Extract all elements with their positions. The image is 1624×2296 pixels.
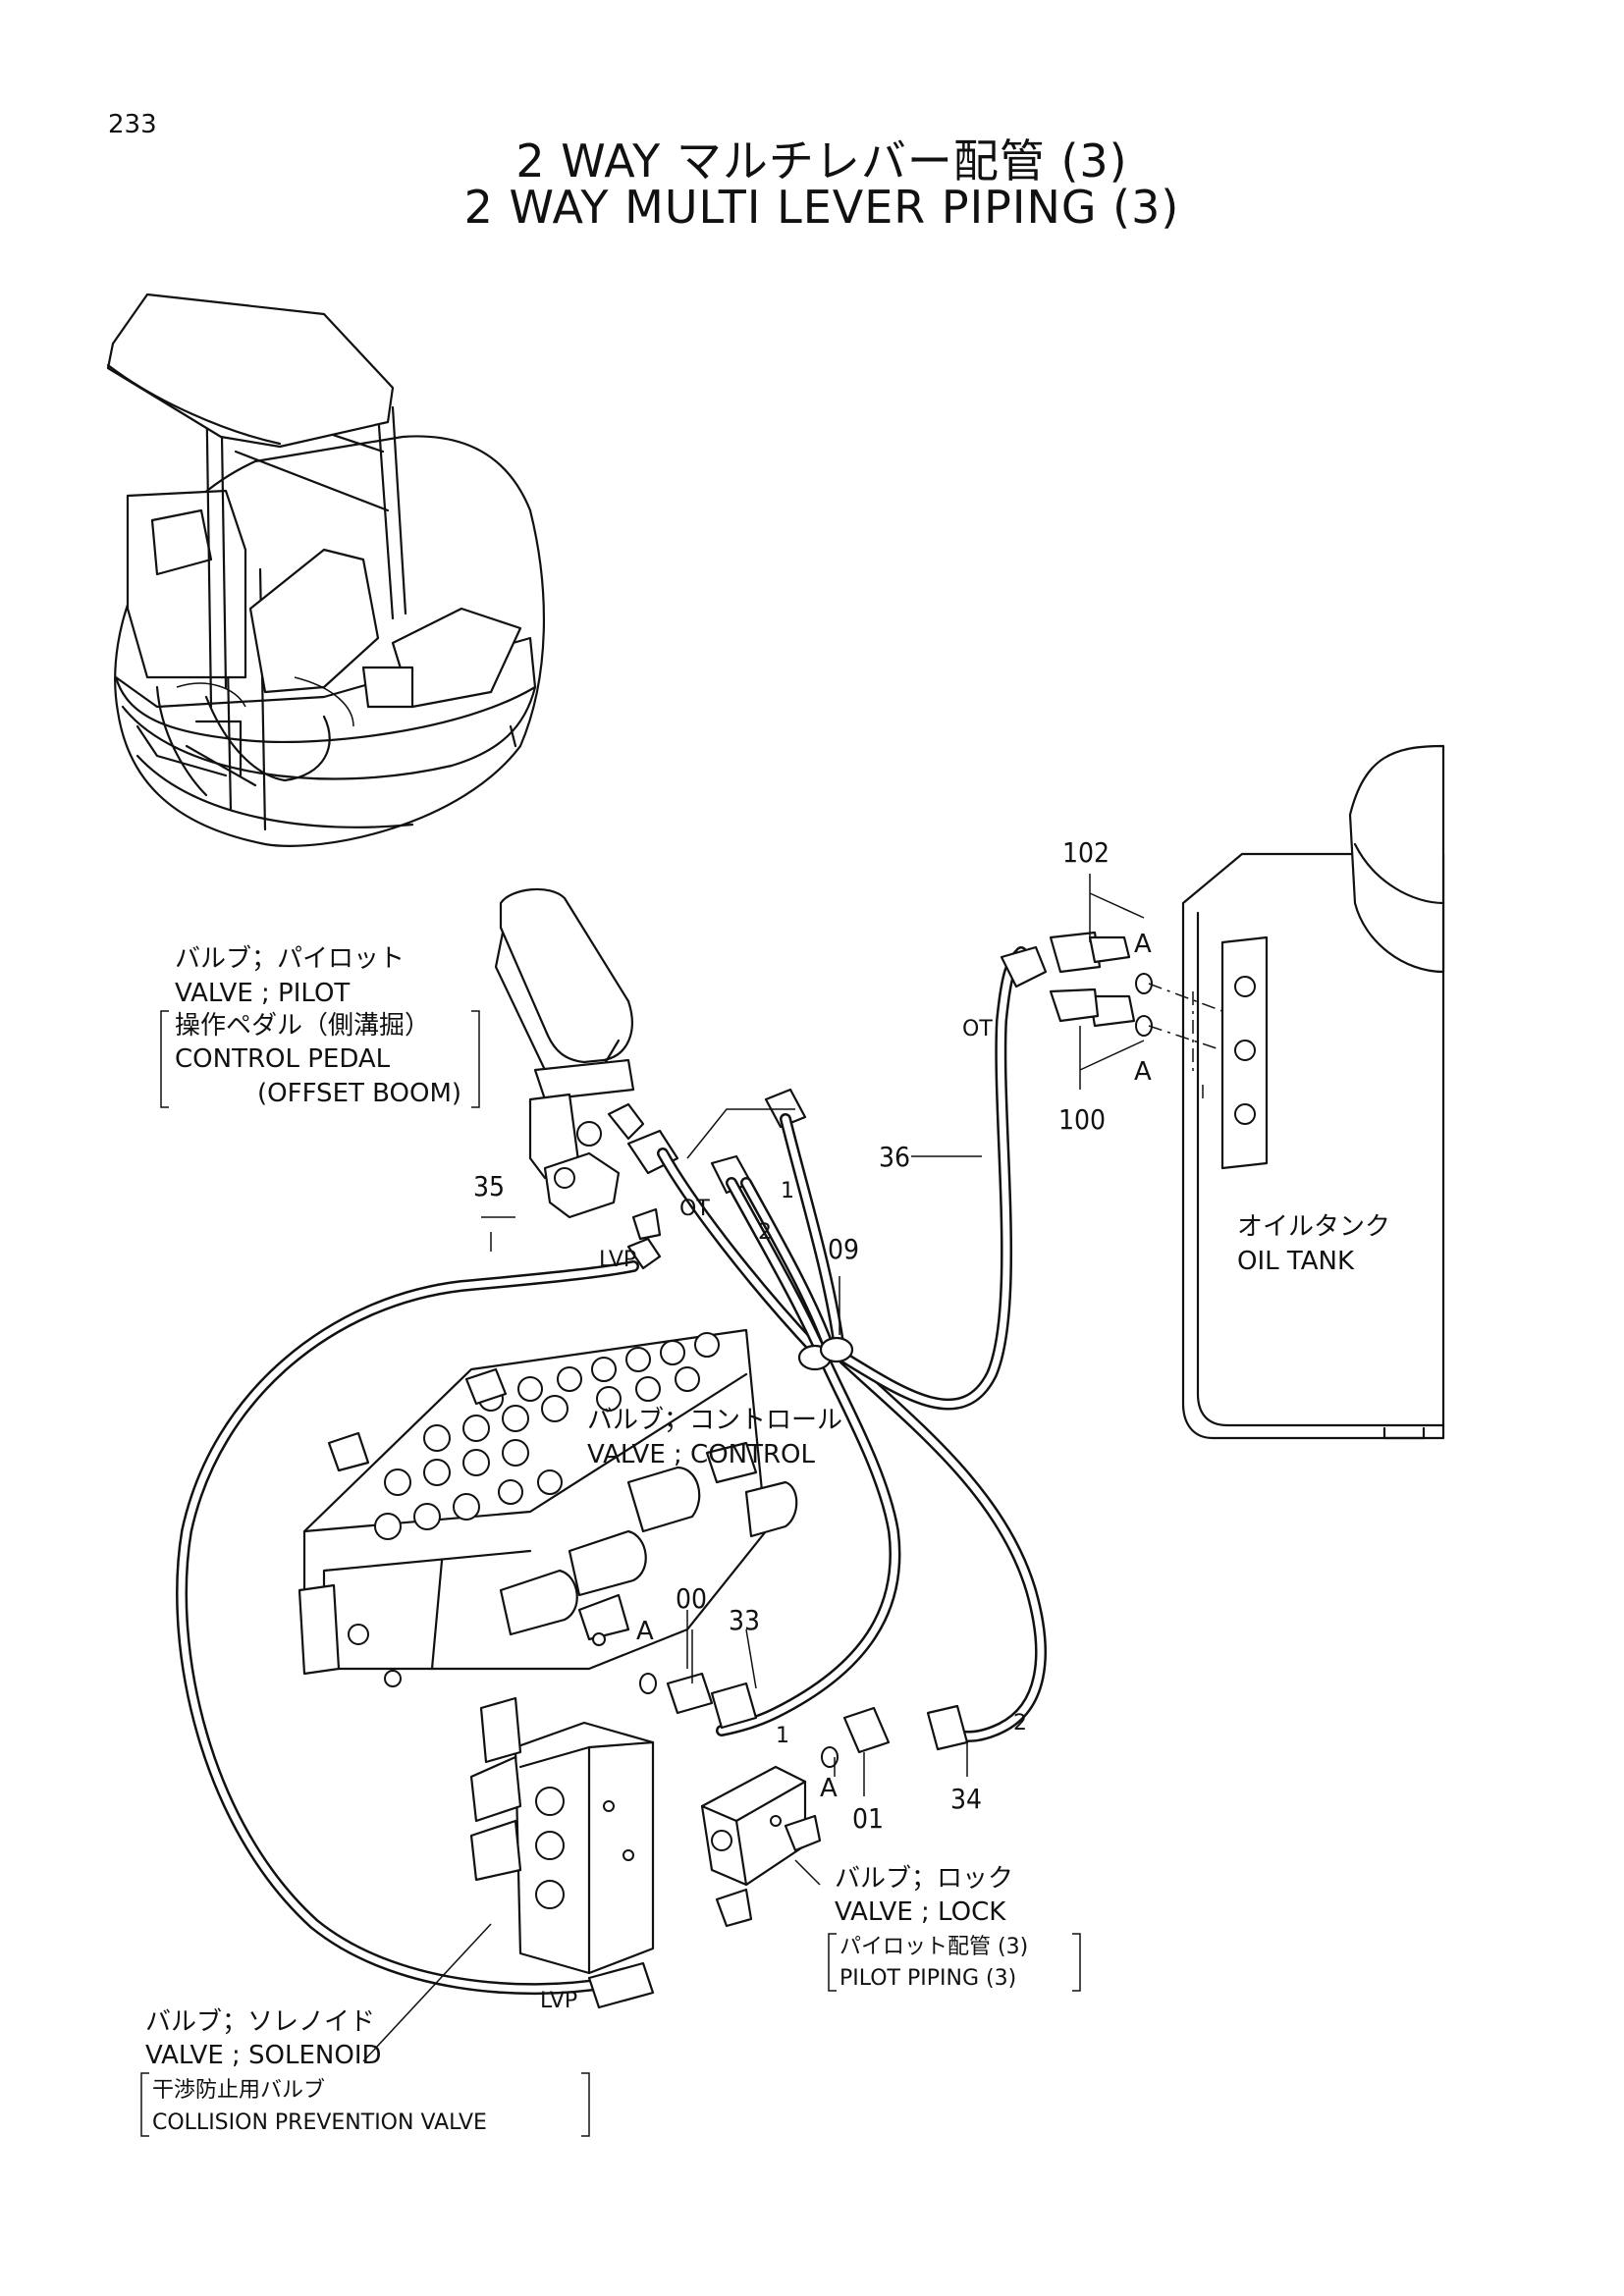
pilot-valve-sub-en1: CONTROL PEDAL — [175, 1044, 391, 1074]
pilot-valve-sub-jp: 操作ペダル（側溝掘） — [175, 1011, 430, 1041]
label-oil-tank: オイルタンク OIL TANK — [1237, 1212, 1390, 1276]
pedal-fittings — [626, 1088, 807, 1195]
tag-hose-1-upper: 1 — [781, 1179, 794, 1203]
solenoid-valve-sub-jp: 干渉防止用バルブ — [152, 2078, 325, 2103]
control-valve — [298, 1328, 798, 1687]
pilot-valve-sub-en2: (OFFSET BOOM) — [257, 1079, 461, 1108]
tag-ot-tank: OT — [962, 1017, 993, 1041]
pilot-valve-en: VALVE ; PILOT — [175, 979, 350, 1008]
tag-a-control: A — [636, 1617, 654, 1646]
lock-valve-en: VALVE ; LOCK — [835, 1897, 1006, 1927]
part-numbers: 102 100 36 35 09 00 33 01 34 — [473, 836, 1110, 1835]
page-number: 233 — [108, 110, 157, 139]
control-valve-jp: バルブ；コントロール — [587, 1406, 842, 1435]
control-valve-en: VALVE ; CONTROL — [587, 1440, 816, 1469]
tag-hose-2-upper: 2 — [758, 1220, 772, 1245]
pilot-valve-pedal — [494, 887, 662, 1270]
tag-a-tank: A — [1134, 1057, 1152, 1087]
part-number-00: 00 — [676, 1582, 707, 1615]
tag-a-top: A — [1134, 930, 1152, 959]
lock-valve-sub-jp: パイロット配管 (3) — [839, 1935, 1028, 1959]
part-number-35: 35 — [473, 1170, 505, 1202]
part-number-33: 33 — [729, 1604, 760, 1636]
lock-valve-sub-en: PILOT PIPING (3) — [839, 1966, 1016, 1991]
label-solenoid-valve: バルブ；ソレノイド VALVE ; SOLENOID 干渉防止用バルブ COLL… — [140, 2007, 590, 2137]
oil-tank-jp: オイルタンク — [1237, 1212, 1390, 1242]
title-japanese: 2 WAY マルチレバー配管 (3) — [515, 134, 1128, 187]
tag-ot-pedal: OT — [679, 1197, 710, 1221]
solenoid-valve-jp: バルブ；ソレノイド — [145, 2007, 375, 2037]
pilot-valve-jp: バルブ；パイロット — [175, 944, 405, 974]
fittings-lower — [587, 1672, 969, 2009]
tank-fittings — [1000, 931, 1153, 1037]
part-number-36: 36 — [879, 1141, 910, 1173]
label-pilot-valve: バルブ；パイロット VALVE ; PILOT 操作ペダル（側溝掘） CONTR… — [160, 944, 480, 1108]
hoses — [176, 946, 1047, 1996]
lock-valve-jp: バルブ；ロック — [835, 1864, 1013, 1894]
solenoid-valve-en: VALVE ; SOLENOID — [145, 2041, 382, 2070]
tag-a-lower: A — [820, 1774, 838, 1803]
solenoid-valve-sub-en: COLLISION PREVENTION VALVE — [152, 2110, 487, 2135]
tag-hose-1-lower: 1 — [776, 1724, 789, 1748]
hose-tags: OT OT LVP LVP 1 2 1 2 A A A A — [540, 930, 1152, 2013]
part-number-100: 100 — [1058, 1103, 1106, 1136]
part-number-01: 01 — [852, 1802, 884, 1835]
title-english: 2 WAY MULTI LEVER PIPING (3) — [463, 181, 1180, 234]
part-number-34: 34 — [950, 1783, 982, 1815]
oil-tank — [1181, 744, 1445, 1440]
tag-lvp-lower: LVP — [540, 1989, 577, 2013]
leader-lines — [362, 874, 1223, 2062]
hose-clamp — [797, 1336, 854, 1371]
label-lock-valve: バルブ；ロック VALVE ; LOCK パイロット配管 (3) PILOT P… — [828, 1864, 1081, 1992]
tag-lvp-upper: LVP — [599, 1248, 636, 1272]
oil-tank-en: OIL TANK — [1237, 1247, 1355, 1276]
part-number-09: 09 — [828, 1233, 859, 1265]
solenoid-valve — [469, 1696, 655, 1975]
part-number-102: 102 — [1062, 836, 1110, 869]
label-control-valve: バルブ；コントロール VALVE ; CONTROL — [587, 1406, 842, 1469]
lock-valve — [700, 1765, 822, 1928]
excavator-overview — [106, 293, 546, 847]
tag-hose-2-lower: 2 — [1013, 1711, 1027, 1735]
